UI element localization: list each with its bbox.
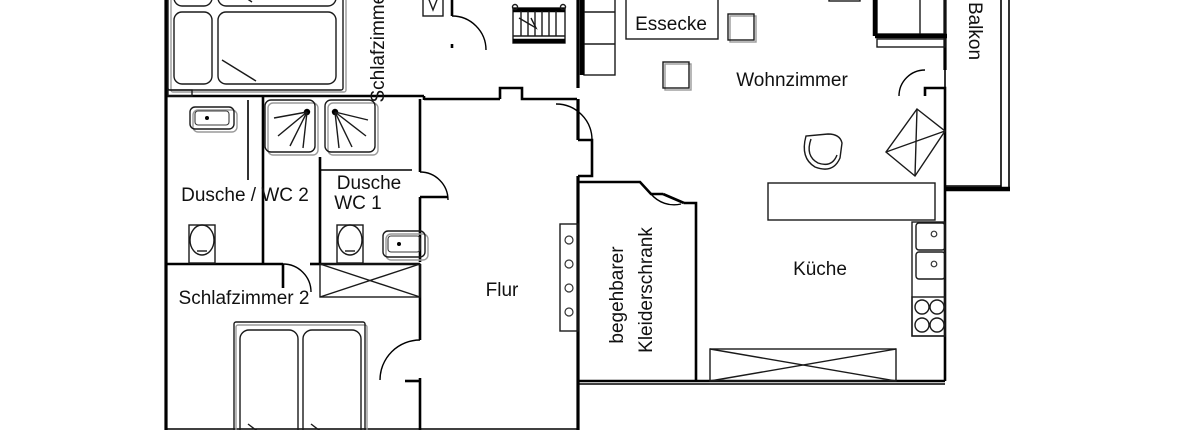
stair-railing (511, 3, 567, 44)
doors-group (281, 0, 926, 383)
wall-closet-right (684, 201, 698, 381)
room-label-kleiderschrank-line1: begehbarer (607, 246, 628, 344)
chair-a (727, 13, 757, 43)
room-labels-group: Schlafzimmer Dusche / WC 2 Dusche WC 1 S… (179, 0, 985, 353)
room-label-schlafzimmer: Schlafzimmer (368, 0, 389, 103)
door-kleiderschrank-leaf (662, 192, 685, 205)
toilet-2 (188, 224, 216, 264)
washbasin-2 (189, 106, 238, 133)
room-label-dusche-wc2: Dusche / WC 2 (181, 185, 309, 206)
room-label-flur: Flur (486, 280, 519, 301)
room-label-dusche-wc1-line2: WC 1 (334, 193, 382, 214)
door-flur-wc1-arc (419, 171, 449, 201)
nightstand-schlafzimmer-1 (167, 89, 193, 97)
armchair (803, 133, 843, 170)
sofa (872, 0, 947, 48)
radiator-flur (559, 223, 579, 332)
shower-1 (324, 99, 379, 156)
door-schlafzimmer2-arc (282, 263, 312, 293)
dining-table (625, 0, 719, 40)
room-label-essecke: Essecke (635, 14, 707, 35)
wall-cabinet-schlafzimmer-1 (422, 0, 444, 17)
table-diagonal (885, 107, 946, 178)
bed-schlafzimmer-2 (233, 321, 368, 430)
wall-living-right-notch (923, 86, 947, 96)
washbasin-1 (382, 230, 429, 261)
wall-closet-top-left (578, 180, 663, 196)
chair-c (828, 0, 861, 2)
toilet-1 (336, 224, 364, 264)
chair-b (662, 61, 692, 91)
room-label-balkon: Balkon (964, 2, 985, 60)
wardrobe-wc1 (319, 263, 421, 298)
shelf-unit (579, 0, 616, 76)
counter-top (767, 182, 936, 221)
door-schlafzimmer1-arc (451, 15, 487, 51)
bed-schlafzimmer-1 (167, 0, 347, 93)
room-label-dusche-wc1-line1: Dusche (337, 173, 401, 194)
room-label-schlafzimmer2: Schlafzimmer 2 (179, 288, 310, 309)
kitchen-sink-upper (915, 222, 946, 251)
room-label-wohnzimmer: Wohnzimmer (736, 70, 848, 91)
kitchen-sink-lower (915, 251, 946, 280)
door-flur-wohnzimmer-arc (555, 103, 593, 141)
door-kleiderschrank-arc (650, 193, 682, 206)
counter-bottom (709, 348, 897, 382)
room-label-kleiderschrank-line2: Kleiderschrank (636, 227, 657, 353)
door-flur-schlafzimmer2-arc (379, 339, 421, 381)
shower-2 (264, 99, 319, 156)
wall-center-door-jog (578, 138, 594, 178)
wall-bedroom1-bottom-jog (498, 86, 577, 101)
cooktop (911, 296, 946, 337)
room-label-kueche: Küche (793, 259, 847, 280)
door-balkon-arc (898, 69, 926, 97)
walls-group (164, 0, 1010, 430)
